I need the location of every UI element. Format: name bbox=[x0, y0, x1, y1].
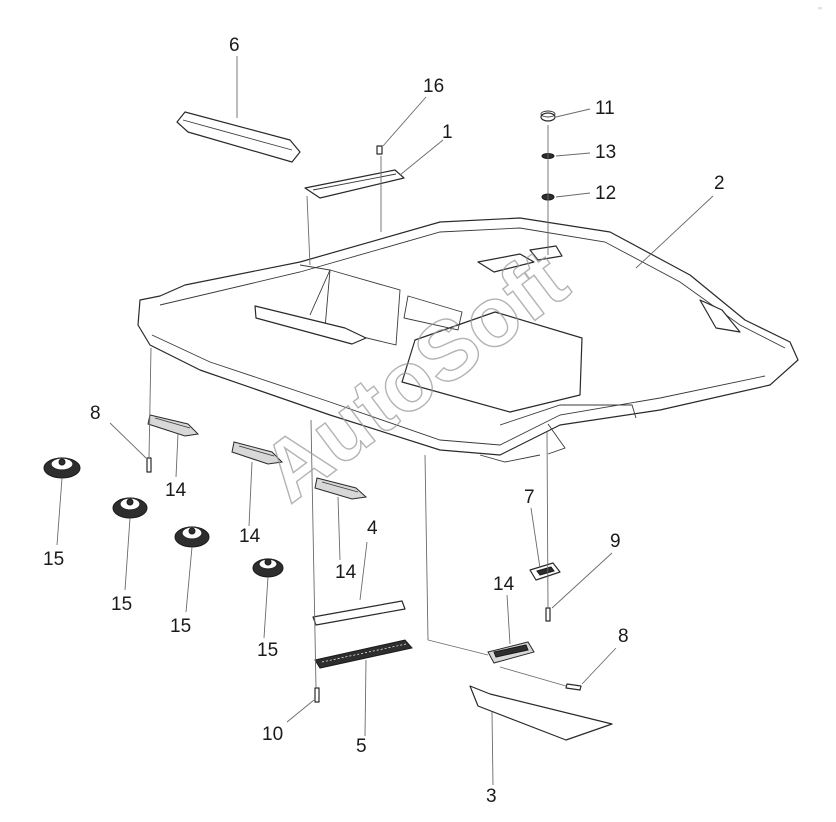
callout-13: 13 bbox=[595, 142, 616, 163]
part-15-fixture-b bbox=[112, 497, 148, 519]
callout-15-b: 15 bbox=[111, 594, 132, 615]
part-8-screw-a bbox=[146, 457, 152, 473]
callout-15-a: 15 bbox=[43, 549, 64, 570]
callout-14-d: 14 bbox=[493, 574, 515, 595]
part-16-clip bbox=[376, 145, 383, 155]
part-14-bracket-a bbox=[147, 414, 200, 437]
part-15-fixture-c bbox=[174, 526, 210, 548]
callout-7: 7 bbox=[524, 487, 535, 508]
corner-mark: ⸗⸗ bbox=[818, 6, 822, 12]
callout-9: 9 bbox=[610, 531, 621, 552]
part-10-screw bbox=[314, 687, 320, 703]
part-9-screw bbox=[545, 607, 551, 622]
callout-2: 2 bbox=[714, 173, 725, 194]
part-1-plate bbox=[304, 169, 405, 199]
callout-5: 5 bbox=[356, 736, 367, 757]
callout-11: 11 bbox=[595, 98, 615, 119]
callout-6: 6 bbox=[229, 35, 240, 56]
callout-4: 4 bbox=[367, 518, 378, 539]
part-15-fixture-d bbox=[252, 558, 284, 578]
part-14-bracket-c bbox=[314, 477, 368, 500]
roof-panel bbox=[137, 217, 799, 463]
part-14-bracket-d bbox=[487, 641, 535, 664]
callout-16: 16 bbox=[423, 76, 444, 97]
callout-12: 12 bbox=[595, 183, 616, 204]
part-5-grille bbox=[314, 639, 413, 669]
part-6-cover bbox=[176, 111, 301, 163]
callout-numbers: 6 16 1 11 13 12 2 8 14 14 14 4 15 15 15 … bbox=[43, 35, 725, 807]
callout-8-left: 8 bbox=[90, 403, 101, 424]
callout-10: 10 bbox=[262, 724, 283, 745]
callout-14-a: 14 bbox=[165, 480, 187, 501]
callout-14-b: 14 bbox=[239, 526, 261, 547]
callout-14-c: 14 bbox=[335, 562, 357, 583]
leader-lines bbox=[56, 56, 714, 786]
part-15-fixture-a bbox=[43, 457, 81, 479]
callout-3: 3 bbox=[486, 786, 497, 807]
part-11-nut bbox=[540, 110, 556, 122]
callout-15-d: 15 bbox=[257, 640, 278, 661]
part-14-bracket-b bbox=[231, 441, 284, 465]
callout-8-right: 8 bbox=[618, 626, 629, 647]
part-7-frame bbox=[529, 562, 561, 581]
callout-15-c: 15 bbox=[170, 616, 191, 637]
callout-1: 1 bbox=[442, 122, 453, 143]
part-4-strip bbox=[312, 600, 406, 626]
part-8-screw-b bbox=[565, 683, 582, 691]
part-3-tray bbox=[469, 685, 613, 741]
